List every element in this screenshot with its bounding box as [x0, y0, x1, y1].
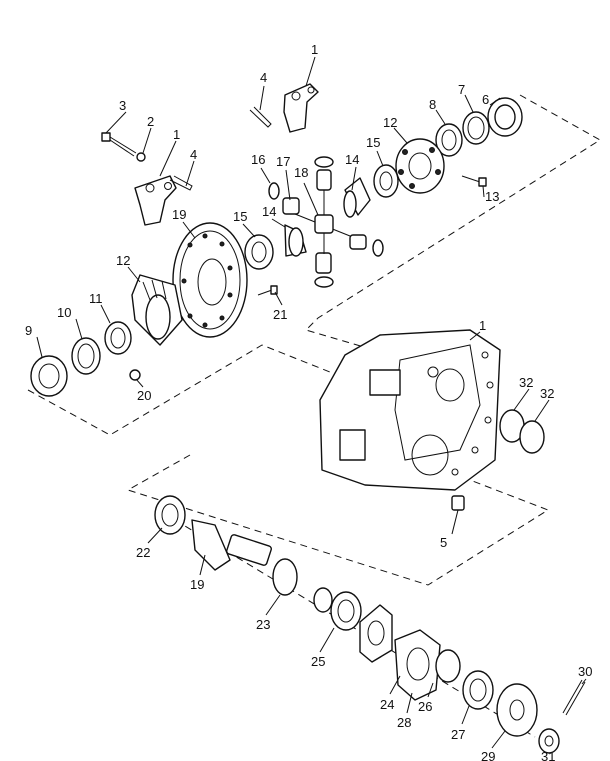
pinion-gear-top — [314, 156, 334, 191]
washer — [136, 152, 146, 162]
callout-14-lower: 14 — [262, 204, 276, 219]
cap-bolt — [101, 132, 137, 157]
callout-24: 24 — [380, 697, 394, 712]
callout-26: 26 — [418, 699, 432, 714]
differential-case-right-half — [395, 138, 445, 194]
seal — [435, 649, 461, 683]
callout-32-front: 32 — [519, 375, 533, 390]
bearing-cap-left — [134, 175, 177, 226]
callout-17: 17 — [276, 154, 290, 169]
retainer-plate — [394, 629, 441, 701]
callout-16: 16 — [251, 152, 265, 167]
callout-28: 28 — [397, 715, 411, 730]
drive-pinion — [191, 519, 272, 571]
callout-32-rear: 32 — [540, 386, 554, 401]
adjuster-nut-right — [487, 97, 523, 137]
callout-18: 18 — [294, 165, 308, 180]
side-gear-upper — [343, 177, 371, 218]
output-nut — [538, 728, 560, 754]
callout-25: 25 — [311, 654, 325, 669]
pinion-gear-left — [268, 182, 300, 215]
callout-2: 2 — [147, 114, 154, 129]
pinion-bearing-rear — [330, 591, 362, 631]
callout-13: 13 — [485, 189, 499, 204]
callout-31: 31 — [541, 749, 555, 761]
side-gear-lower — [284, 224, 307, 257]
callout-8: 8 — [429, 97, 436, 112]
lock-pin-left — [169, 175, 193, 191]
callout-15-upper: 15 — [366, 135, 380, 150]
callout-19-ring-gear: 19 — [172, 207, 186, 222]
spider-cross — [289, 190, 361, 254]
ring-gear-bolt — [257, 285, 278, 296]
bearing-output — [462, 670, 494, 710]
callout-15-lower: 15 — [233, 209, 247, 224]
bearing-cup-left — [71, 337, 101, 375]
callout-29: 29 — [481, 749, 495, 761]
callout-22: 22 — [136, 545, 150, 560]
bearing-cone-left — [104, 321, 132, 355]
callout-6: 6 — [482, 92, 489, 107]
ring-gear — [172, 222, 248, 338]
dowel-pin — [451, 495, 465, 511]
case-nut — [129, 369, 141, 381]
bearing-retainer — [359, 604, 393, 663]
callout-27: 27 — [451, 727, 465, 742]
roll-pin — [562, 679, 586, 716]
spacer — [313, 587, 333, 613]
callout-23: 23 — [256, 617, 270, 632]
pinion-gear-driven — [272, 558, 298, 596]
callout-12-right-case: 12 — [383, 115, 397, 130]
callout-14-upper: 14 — [345, 152, 359, 167]
callout-19-pinion: 19 — [190, 577, 204, 592]
callout-4-pin-left: 4 — [190, 147, 197, 162]
callout-10: 10 — [57, 305, 71, 320]
callout-30: 30 — [578, 664, 592, 679]
housing — [319, 329, 501, 491]
callout-7: 7 — [458, 82, 465, 97]
side-gear-thrust-washer-upper — [373, 164, 399, 198]
callout-1-cap-right: 1 — [311, 42, 318, 57]
callout-11: 11 — [89, 291, 103, 306]
callout-1-cap-left: 1 — [173, 127, 180, 142]
pinion-gear-bottom — [314, 252, 334, 288]
pinion-gear-right — [349, 234, 384, 257]
callout-9: 9 — [25, 323, 32, 338]
callout-20: 20 — [137, 388, 151, 403]
callout-labels: 1 4 6 7 8 12 3 2 1 4 16 17 18 14 15 13 1… — [25, 42, 592, 761]
lock-pin-right — [249, 106, 272, 128]
bearing-cap-right — [283, 83, 319, 133]
callout-5: 5 — [440, 535, 447, 550]
leader-lines — [36, 56, 587, 749]
bearing-cone-right — [435, 123, 463, 157]
output-gear — [496, 683, 538, 737]
callout-12-left-case: 12 — [116, 253, 130, 268]
side-gear-thrust-washer-lower — [244, 234, 274, 270]
callout-21: 21 — [273, 307, 287, 322]
pinion-bearing-front — [154, 495, 186, 535]
adjuster-nut-left — [30, 355, 68, 397]
o-ring-rear — [519, 420, 545, 454]
callout-1-housing: 1 — [479, 318, 486, 333]
callout-4-pin-right: 4 — [260, 70, 267, 85]
differential-case-left-half — [131, 274, 183, 346]
bearing-cup-right — [462, 111, 490, 145]
case-bolt — [461, 175, 487, 187]
callout-3: 3 — [119, 98, 126, 113]
